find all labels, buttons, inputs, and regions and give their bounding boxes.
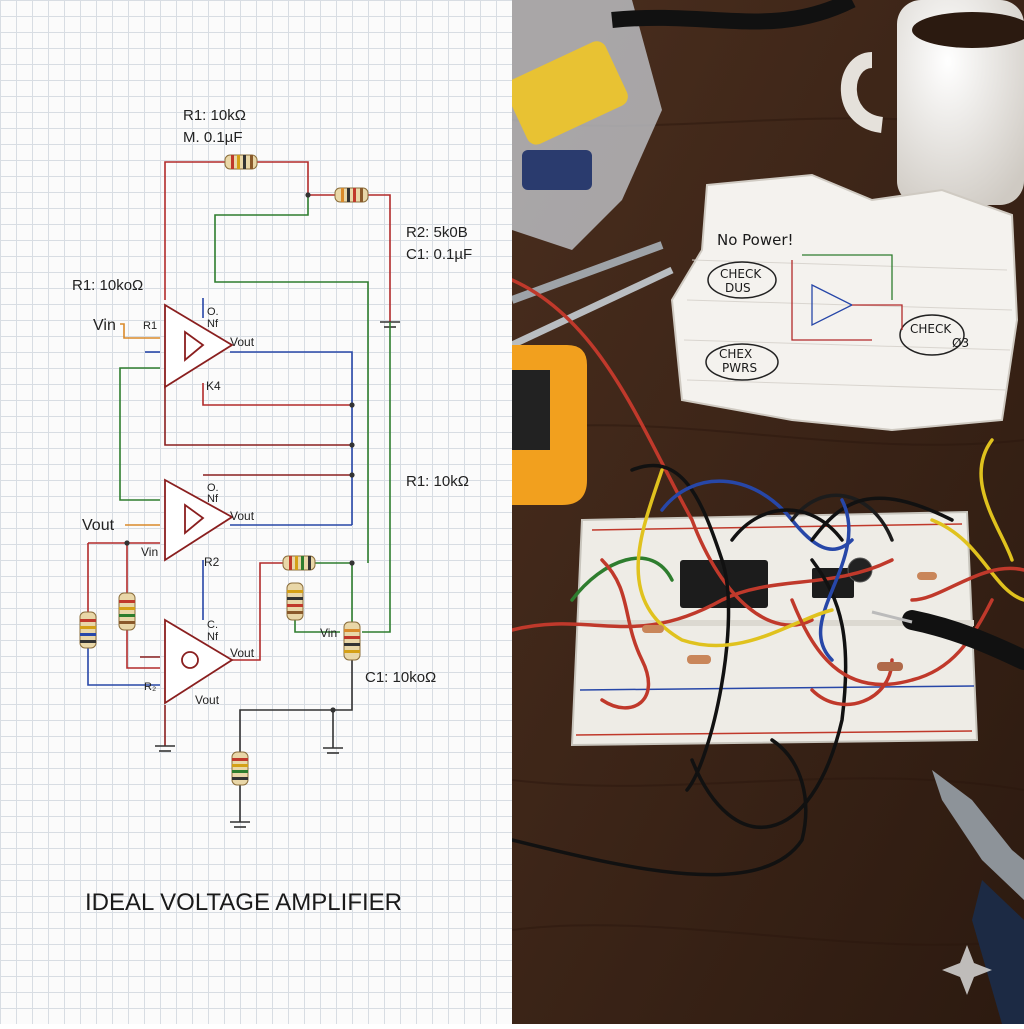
- label-r1-mid-right: R1: 10kΩ: [406, 473, 469, 490]
- jumper-wires: [512, 278, 1024, 877]
- label-nf-2: Nf: [207, 493, 219, 505]
- label-r1-left: R1: 10koΩ: [72, 277, 143, 294]
- resistor-vertical-2: [118, 592, 136, 631]
- note-check-2b: Ø3: [952, 336, 969, 350]
- note-check-3: CHEX: [719, 347, 752, 361]
- coffee-mug: [840, 0, 1024, 205]
- resistor-vertical-3: [286, 582, 304, 621]
- resistor-vertical-4: [343, 621, 361, 661]
- label-vout-3: Vout: [230, 646, 255, 660]
- breadboard-photo: No Power! CHECK DUS CHECK Ø3 CHEX PWRS: [512, 0, 1024, 1024]
- opamp-1: [164, 303, 234, 389]
- schematic-wires: [87, 161, 400, 828]
- label-nf-3: Nf: [207, 631, 219, 643]
- label-vin-2: Vin: [141, 545, 158, 559]
- schematic-drawing: R1: 10kΩ M. 0.1µF R2: 5k0B C1: 0.1µF R1:…: [72, 107, 472, 916]
- label-r1-pin: R1: [143, 320, 157, 332]
- label-vout-1: Vout: [230, 335, 255, 349]
- note-check-1: CHECK: [720, 267, 762, 281]
- label-m-top: M. 0.1µF: [183, 129, 243, 146]
- label-k4: K4: [206, 379, 221, 393]
- label-vin-3: Vin: [320, 626, 337, 640]
- opamp-2: [164, 478, 234, 562]
- label-o-1: O.: [207, 306, 219, 318]
- label-vout-left: Vout: [82, 517, 115, 534]
- label-r2-right: R2: 5k0B: [406, 224, 468, 241]
- label-c1-right: C1: 0.1µF: [406, 246, 472, 263]
- label-o-2: O.: [207, 482, 219, 494]
- multimeter: [512, 345, 587, 505]
- label-r2-mid: R2: [204, 555, 220, 569]
- pliers: [932, 770, 1024, 1024]
- label-r1-top: R1: 10kΩ: [183, 107, 246, 124]
- junction-dots: [124, 192, 355, 713]
- resistor-vertical-5: [231, 751, 249, 786]
- schematic-caption: IDEAL VOLTAGE AMPLIFIER: [85, 889, 402, 916]
- photo-scene: No Power! CHECK DUS CHECK Ø3 CHEX PWRS: [512, 0, 1024, 1024]
- resistor-top: [224, 154, 258, 170]
- label-vin-1: Vin: [93, 317, 116, 334]
- note-check-3b: PWRS: [722, 361, 757, 375]
- plastic-bag: [512, 0, 662, 250]
- note-check-1b: DUS: [725, 281, 751, 295]
- note-no-power: No Power!: [717, 231, 794, 249]
- note-check-2: CHECK: [910, 322, 952, 336]
- metal-probe-1: [512, 241, 664, 304]
- sparkle-icon: [942, 945, 992, 995]
- label-nf-1: Nf: [207, 318, 219, 330]
- resistor-mid: [282, 555, 316, 571]
- label-vout-2: Vout: [230, 509, 255, 523]
- label-vout-4: Vout: [195, 693, 220, 707]
- board-resistors: [642, 572, 937, 671]
- resistor-vertical-1: [79, 611, 97, 649]
- label-c-3: C.: [207, 619, 218, 631]
- label-r-pin-3: R₂: [144, 681, 156, 693]
- oscilloscope-probe: [871, 610, 1024, 670]
- label-c1-bottom: C1: 10koΩ: [365, 669, 436, 686]
- resistor-top-right: [334, 187, 369, 203]
- metal-probe-2: [512, 266, 674, 349]
- schematic-panel: R1: 10kΩ M. 0.1µF R2: 5k0B C1: 0.1µF R1:…: [0, 0, 512, 1024]
- crumpled-note: No Power! CHECK DUS CHECK Ø3 CHEX PWRS: [670, 173, 1019, 432]
- resistors: [79, 154, 369, 786]
- black-cable: [611, 0, 856, 30]
